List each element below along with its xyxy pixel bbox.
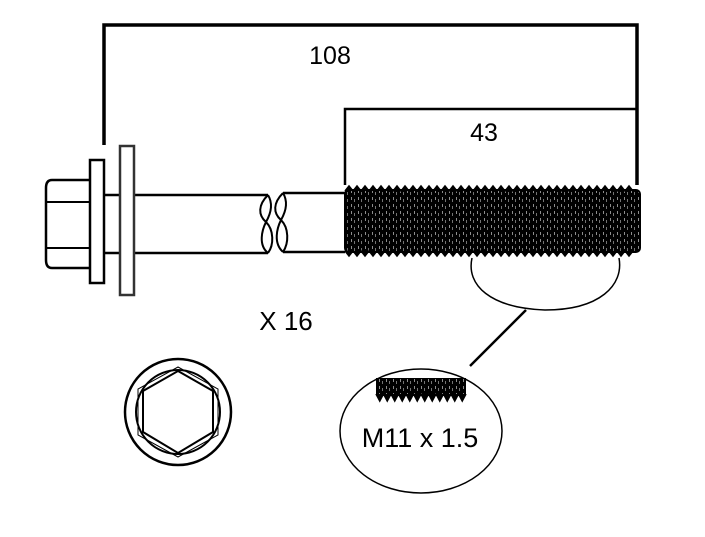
hex-socket-outline [142,369,214,455]
thread-tooth-edge [344,249,634,258]
thread-profile-icon [375,378,467,403]
thread-length-label: 43 [470,119,498,147]
shank-break-mark [259,194,274,254]
quantity-label: X 16 [259,306,313,336]
callout-leader-line [469,309,527,367]
thread-length-dimension: 43 [343,107,637,185]
thread-callout-ellipse [470,257,621,311]
detail-thread-tooth-edge [375,392,467,403]
thread-tooth-edge [344,184,634,193]
bolt-flange [88,158,106,285]
bolt-side-view [44,144,641,297]
bolt-head [44,178,90,270]
bolt-end-view [123,357,233,467]
overall-length-dimension: 108 [102,23,639,185]
thread-detail-bubble: M11 x 1.5 [339,368,503,494]
overall-length-label: 108 [309,42,351,70]
thread-spec-label: M11 x 1.5 [362,423,479,453]
threaded-section [344,184,641,258]
washer [118,144,136,297]
